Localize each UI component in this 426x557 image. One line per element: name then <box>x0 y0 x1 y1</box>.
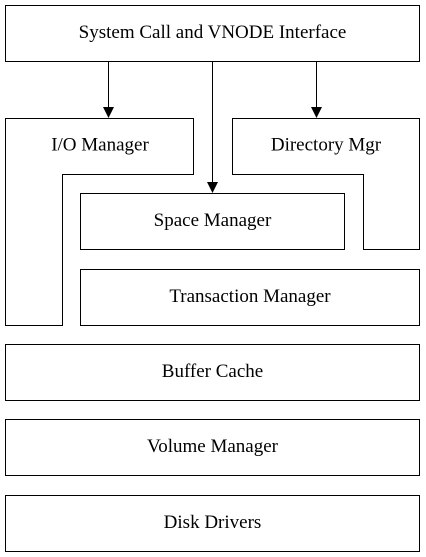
volume-manager-node: Volume Manager <box>5 419 420 476</box>
disk-drivers-node: Disk Drivers <box>5 495 420 552</box>
buffer-cache-node: Buffer Cache <box>5 344 420 401</box>
syscall-label: System Call and VNODE Interface <box>79 22 347 43</box>
edge-syscall-to-space-manager <box>207 62 218 193</box>
edge-syscall-to-directory-mgr <box>311 62 322 118</box>
directory-mgr-node: Directory Mgr <box>232 118 420 250</box>
space-manager-label: Space Manager <box>154 210 272 231</box>
disk-drivers-label: Disk Drivers <box>164 512 262 533</box>
buffer-cache-label: Buffer Cache <box>162 361 263 382</box>
transaction-manager-node: Transaction Manager <box>80 269 420 326</box>
io-manager-label: I/O Manager <box>51 134 149 155</box>
transaction-manager-label: Transaction Manager <box>169 286 331 307</box>
volume-manager-label: Volume Manager <box>147 436 279 457</box>
syscall-node: System Call and VNODE Interface <box>5 5 420 62</box>
io-manager-node: I/O Manager <box>5 118 194 326</box>
edge-syscall-to-io-manager <box>103 62 114 118</box>
directory-mgr-label: Directory Mgr <box>271 134 382 155</box>
space-manager-node: Space Manager <box>80 193 345 250</box>
